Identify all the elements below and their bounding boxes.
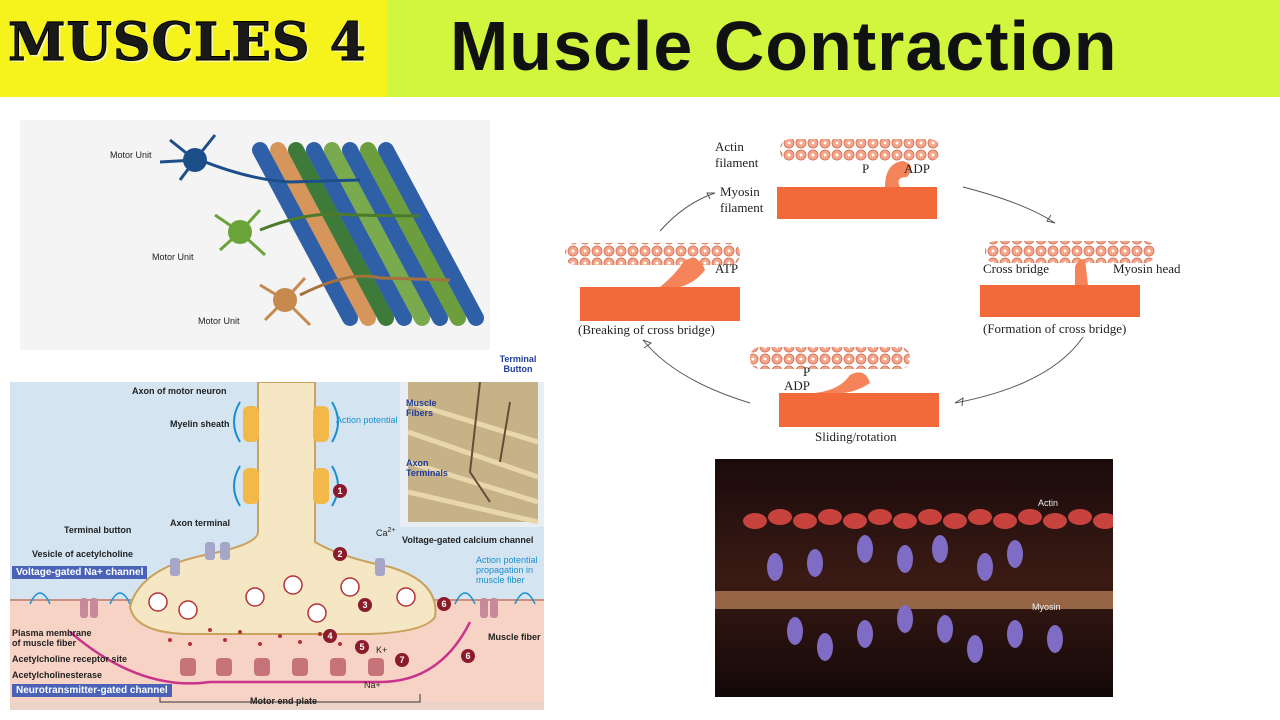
neuron-blue [159, 134, 217, 181]
header-left-banner [0, 0, 388, 97]
motor-unit-diagram [20, 120, 490, 350]
label-axon-terminal: Axon terminal [170, 518, 231, 528]
label-potassium: K+ [376, 645, 388, 655]
label-myelin-sheath: Myelin sheath [170, 419, 230, 429]
series-title: MUSCLES 4 [8, 12, 367, 74]
label-myosin: Myosin [1032, 602, 1061, 612]
step-6a: 6 [441, 599, 446, 609]
label-vg-ca-channel: Voltage-gated calcium channel [402, 535, 534, 545]
actin-myosin-render [715, 459, 1113, 697]
label-myosin-filament: Myosin filament [720, 184, 764, 215]
label-calcium-text: Ca [376, 528, 388, 538]
step-6b: 6 [465, 651, 470, 661]
label-formation: (Formation of cross bridge) [983, 321, 1127, 336]
neuron-orange [259, 276, 312, 327]
step-2: 2 [337, 549, 342, 559]
label-motor-end-plate: Motor end plate [250, 696, 317, 706]
label-muscle-fiber: Muscle fiber [488, 632, 541, 642]
motor-unit-label-1: Motor Unit [110, 150, 152, 160]
step-7: 7 [399, 655, 404, 665]
label-vg-na-channel: Voltage-gated Na+ channel [12, 566, 148, 579]
muscle-fiber-bundle [252, 142, 484, 326]
header-right-banner [388, 0, 1280, 97]
label-ntg-channel: Neurotransmitter-gated channel [12, 684, 172, 697]
label-myosin-head: Myosin head [1113, 261, 1181, 276]
label-ach-receptor: Acetylcholine receptor site [12, 654, 128, 664]
label-action-potential: Action potential [336, 415, 398, 425]
label-adp-bottom: ADP [784, 378, 811, 393]
label-sodium: Na+ [364, 680, 381, 690]
step-1: 1 [337, 486, 342, 496]
step-5: 5 [359, 642, 364, 652]
step-markers [323, 484, 475, 667]
label-breaking: (Breaking of cross bridge) [578, 322, 715, 337]
label-acetylcholinesterase: Acetylcholinesterase [12, 670, 103, 680]
label-atp: ATP [715, 261, 739, 276]
label-vesicle: Vesicle of acetylcholine [32, 549, 134, 559]
label-p-top: P [862, 161, 870, 176]
micrograph [407, 382, 539, 525]
cross-bridge-cycle-diagram [565, 139, 1155, 427]
label-micro-muscle-fibers: Muscle Fibers [406, 398, 437, 418]
label-adp-top: ADP [904, 161, 931, 176]
label-cross-bridge: Cross bridge [983, 261, 1050, 276]
label-p-bottom: P [803, 364, 811, 379]
label-micro-axon-terminals: Axon Terminals [406, 458, 448, 478]
motor-unit-label-2: Motor Unit [152, 252, 194, 262]
label-axon-motor-neuron: Axon of motor neuron [132, 386, 227, 396]
label-calcium-charge: 2+ [387, 527, 396, 534]
step-4: 4 [327, 631, 332, 641]
label-micro-terminal-button: Terminal Button [499, 354, 537, 374]
label-actin-filament: Actin filament [715, 139, 759, 170]
label-calcium: Ca2+ [376, 527, 396, 538]
label-sliding: Sliding/rotation [815, 429, 897, 444]
page-title: Muscle Contraction [450, 7, 1118, 85]
label-terminal-button: Terminal button [64, 525, 132, 535]
neuron-green [214, 208, 267, 257]
step-3: 3 [362, 600, 367, 610]
label-actin: Actin [1038, 498, 1059, 508]
neuromuscular-junction-diagram: 1 2 3 4 5 6 6 7 [10, 382, 544, 710]
label-plasma-membrane: Plasma membrane of muscle fiber [12, 628, 92, 648]
label-ap-propagation: Action potential propagation in muscle f… [476, 555, 538, 585]
motor-unit-label-3: Motor Unit [198, 316, 240, 326]
